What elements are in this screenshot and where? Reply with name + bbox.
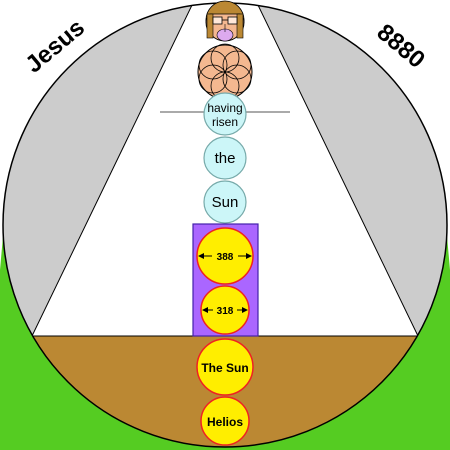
ball-having-risen xyxy=(203,92,247,136)
label-having: having xyxy=(207,101,242,115)
grass-right-corner xyxy=(225,236,450,450)
label-the-sun: The Sun xyxy=(201,361,248,375)
label-388: 388 xyxy=(217,252,234,263)
grass-left-corner xyxy=(0,236,225,450)
sun-circle-helios xyxy=(200,396,250,446)
label-sun: Sun xyxy=(212,194,239,211)
label-318: 318 xyxy=(217,306,234,317)
arrow-left-388 xyxy=(198,253,204,259)
sun-circle-the-sun xyxy=(196,338,254,396)
arrow-right-318 xyxy=(242,307,248,313)
ball-sun xyxy=(203,180,247,224)
arrow-left-318 xyxy=(202,307,208,313)
ball-the xyxy=(203,136,247,180)
arrow-right-388 xyxy=(246,253,252,259)
label-the: the xyxy=(215,150,236,167)
label-risen: risen xyxy=(212,115,238,129)
head-figure xyxy=(205,0,245,42)
flower-of-life xyxy=(197,43,253,101)
label-helios: Helios xyxy=(207,415,243,429)
